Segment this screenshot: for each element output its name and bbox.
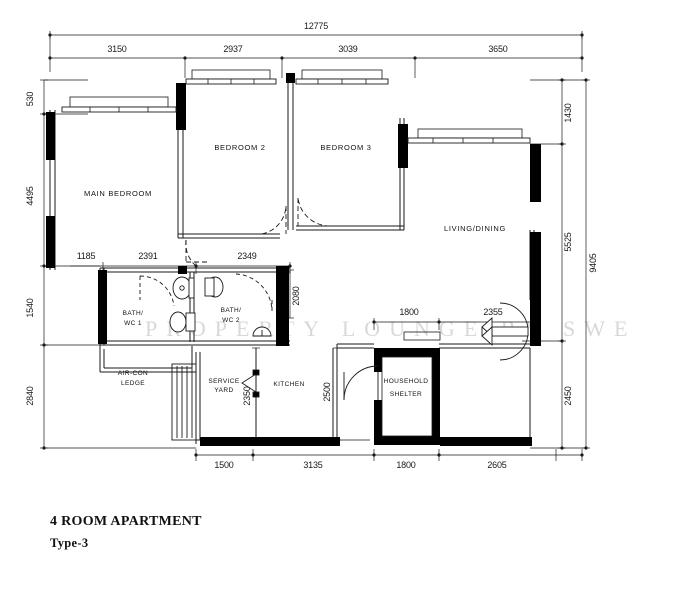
dim-left-1: 530 [25, 92, 35, 107]
room-label-bedroom-3: BEDROOM 3 [320, 143, 371, 152]
dim-bottom-2: 3135 [303, 460, 322, 470]
window-living-dining [407, 128, 531, 144]
room-label-bedroom-2: BEDROOM 2 [214, 143, 265, 152]
dim-top-1: 3150 [107, 44, 126, 54]
dim-int-2350: 2350 [242, 386, 252, 405]
service-yard-louvers [171, 363, 197, 441]
window-bedroom-2 [185, 69, 277, 85]
room-labels: MAIN BEDROOM BEDROOM 2 BEDROOM 3 LIVING/… [84, 143, 506, 398]
floor-trap-icon [252, 326, 272, 337]
water-closet-icon [169, 311, 196, 333]
dim-int-2500: 2500 [322, 382, 332, 401]
door-household-shelter [343, 365, 382, 401]
wash-basin-icon [172, 276, 195, 300]
dim-right-1: 1430 [563, 103, 573, 122]
bathroom-fixtures [169, 276, 272, 337]
dim-int-1185: 1185 [77, 251, 96, 261]
title-block: 4 ROOM APARTMENT Type-3 [50, 514, 202, 550]
watermark-layer: PROPERTY LOUNGE BY SWE [145, 316, 636, 341]
household-shelter-room [381, 356, 433, 437]
door-main-entrance [481, 302, 529, 361]
room-label-main-bedroom: MAIN BEDROOM [84, 189, 152, 198]
dim-int-2080: 2080 [291, 286, 301, 305]
room-label-living-dining: LIVING/DINING [444, 224, 506, 233]
dim-overall-width: 12775 [304, 21, 328, 31]
dim-left-3: 1540 [25, 298, 35, 317]
door-main-bedroom [185, 239, 210, 267]
dim-bottom-4: 2605 [487, 460, 506, 470]
room-label-bath-wc-2-num: WC 2 [222, 317, 240, 324]
doors [139, 197, 529, 401]
dim-top-2: 2937 [223, 44, 242, 54]
dim-right-3: 2450 [563, 386, 573, 405]
dim-int-2391: 2391 [138, 251, 157, 261]
dim-top-4: 3650 [488, 44, 507, 54]
dimension-ticks [42, 33, 588, 457]
room-label-air-con-ledge-2: LEDGE [121, 380, 145, 387]
room-label-kitchen: KITCHEN [273, 381, 304, 388]
room-label-bath-wc-1-num: WC 1 [124, 320, 142, 327]
dim-int-1800: 1800 [399, 307, 418, 317]
room-label-air-con-ledge: AIR-CON [118, 370, 148, 377]
dim-bottom-1: 1500 [214, 460, 233, 470]
window-main-bedroom [61, 96, 177, 113]
door-bedroom-2 [261, 205, 287, 235]
door-bedroom-3 [297, 197, 331, 227]
room-label-bath-wc-2: BATH/ [221, 307, 242, 314]
room-label-household-shelter: HOUSEHOLD [384, 378, 429, 385]
water-closet-icon [204, 276, 224, 298]
dim-int-2355: 2355 [483, 307, 502, 317]
dim-top-3: 3039 [338, 44, 357, 54]
window-kitchen [403, 331, 441, 341]
interior-walls [49, 80, 535, 445]
dimension-labels: 12775 3150 2937 3039 3650 1500 3135 1800… [25, 21, 598, 470]
dim-left-2: 4495 [25, 186, 35, 205]
dim-left-4: 2840 [25, 386, 35, 405]
room-label-household-shelter-2: SHELTER [390, 391, 422, 398]
room-label-bath-wc-1: BATH/ [123, 310, 144, 317]
dim-bottom-3: 1800 [396, 460, 415, 470]
dim-right-2: 5525 [563, 232, 573, 251]
dimension-lines [40, 31, 590, 461]
window-bedroom-3 [295, 69, 389, 85]
windows [61, 69, 531, 341]
door-bath-wc-2 [235, 273, 273, 312]
watermark-text: PROPERTY LOUNGE BY SWE [145, 316, 636, 341]
door-bath-wc-1 [139, 275, 175, 307]
door-service-yard [241, 369, 260, 398]
plan-title: 4 ROOM APARTMENT [50, 514, 202, 529]
plan-subtitle: Type-3 [50, 536, 88, 550]
dim-int-2349: 2349 [237, 251, 256, 261]
room-label-service-yard-2: YARD [214, 387, 233, 394]
room-label-service-yard: SERVICE [208, 378, 239, 385]
dim-overall-height: 9405 [588, 253, 598, 272]
